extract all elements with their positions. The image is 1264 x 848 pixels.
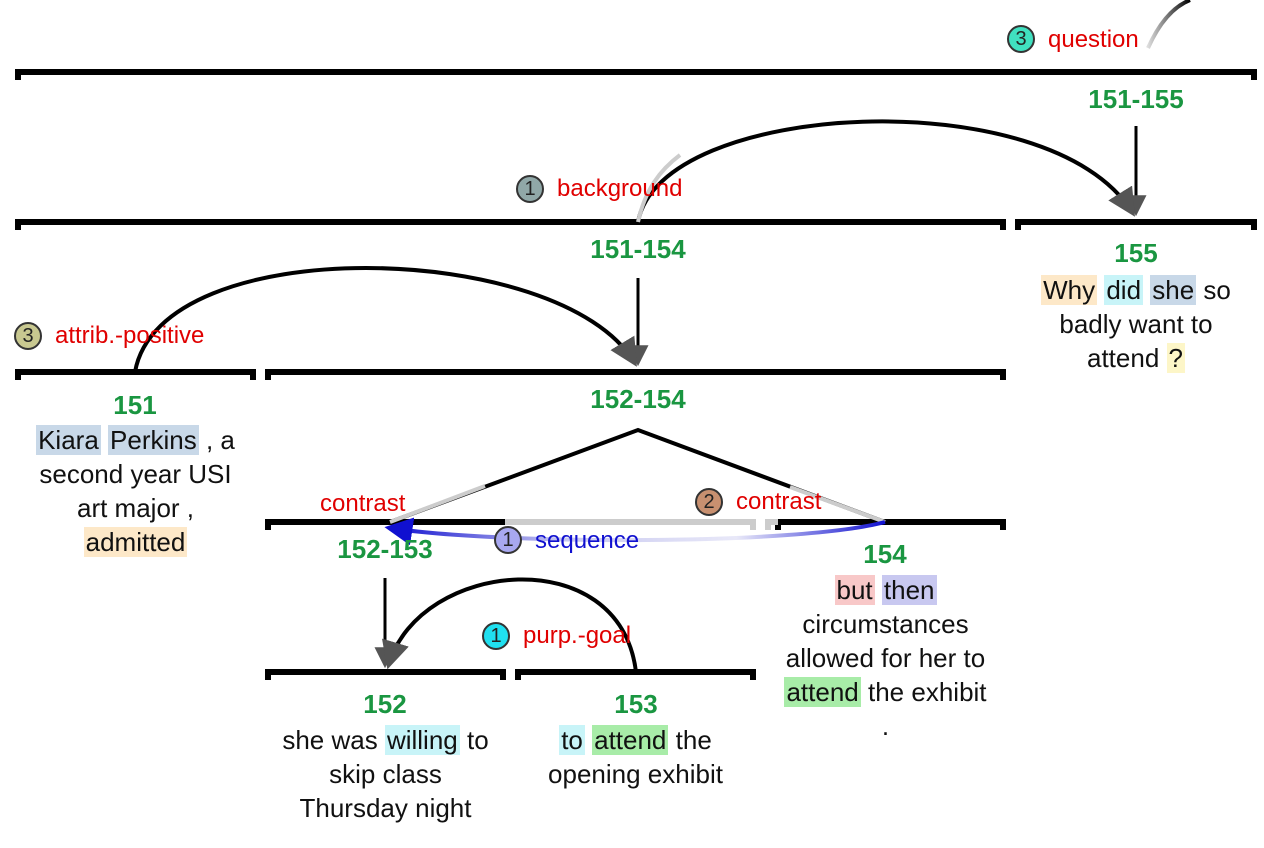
token-attend-153: attend bbox=[592, 725, 669, 755]
token-kiara: Kiara bbox=[36, 425, 101, 455]
relation-label-question: question bbox=[1048, 26, 1139, 53]
relation-label-contrast-left: contrast bbox=[320, 490, 406, 517]
span-label-154: 154 bbox=[863, 539, 907, 569]
edu-151-text: Kiara Perkins , a second year USI art ma… bbox=[36, 425, 235, 557]
edu-155-text: Why did she so badly want to attend ? bbox=[1041, 275, 1231, 373]
bar-155 bbox=[1015, 219, 1257, 230]
relation-badge-sequence: 1 bbox=[494, 526, 522, 554]
bar-152-153-left bbox=[265, 519, 505, 530]
arc-sequence bbox=[384, 517, 886, 546]
span-label-152-154: 152-154 bbox=[590, 384, 686, 414]
bar-154 bbox=[775, 519, 1006, 530]
span-label-151: 151 bbox=[113, 390, 157, 420]
span-label-155: 155 bbox=[1114, 238, 1158, 268]
relation-label-purp-goal: purp.-goal bbox=[523, 622, 632, 649]
relation-label-contrast-right: contrast bbox=[736, 488, 822, 515]
span-label-151-154: 151-154 bbox=[590, 234, 686, 264]
relation-badge-attrib-positive: 3 bbox=[14, 322, 42, 350]
token-admitted: admitted bbox=[83, 527, 188, 557]
relation-badge-question: 3 bbox=[1007, 25, 1035, 53]
edu-154-text: but then circumstances allowed for her t… bbox=[784, 575, 987, 741]
bar-151 bbox=[15, 369, 256, 380]
token-then: then bbox=[881, 575, 937, 605]
arc-question bbox=[1146, 0, 1191, 49]
span-label-152-153: 152-153 bbox=[337, 534, 433, 564]
arc-attrib-positive bbox=[133, 266, 637, 373]
token-did: did bbox=[1104, 275, 1144, 305]
token-question-mark: ? bbox=[1166, 343, 1185, 373]
token-willing: willing bbox=[384, 725, 460, 755]
token-perkins: Perkins bbox=[108, 425, 199, 455]
relation-label-attrib-positive: attrib.-positive bbox=[55, 322, 205, 349]
bar-154-faded bbox=[765, 519, 778, 530]
bar-152-154 bbox=[265, 369, 1006, 380]
relation-label-background: background bbox=[557, 175, 683, 202]
token-to: to bbox=[559, 725, 585, 755]
arc-purp-goal bbox=[382, 577, 638, 673]
span-label-153: 153 bbox=[614, 689, 658, 719]
bar-151-154 bbox=[15, 219, 1006, 230]
span-label-152: 152 bbox=[363, 689, 407, 719]
bar-151-155 bbox=[15, 69, 1257, 80]
token-why: Why bbox=[1041, 275, 1098, 305]
edu-153-text: to attend the opening exhibit bbox=[548, 725, 723, 789]
arc-background bbox=[636, 119, 1135, 223]
relation-badge-purp-goal: 1 bbox=[482, 622, 510, 650]
bar-152-153-faded bbox=[505, 519, 756, 530]
token-attend: attend bbox=[784, 677, 861, 707]
bar-153 bbox=[515, 669, 756, 680]
relation-badge-contrast: 2 bbox=[695, 488, 723, 516]
span-label-151-155: 151-155 bbox=[1088, 84, 1184, 114]
span-bars bbox=[15, 69, 1257, 680]
token-she: she bbox=[1150, 275, 1197, 305]
bar-152 bbox=[265, 669, 506, 680]
relation-badge-background: 1 bbox=[516, 175, 544, 203]
relation-label-sequence: sequence bbox=[535, 527, 640, 554]
edu-152-text: she was willing to skip class Thursday n… bbox=[282, 725, 489, 823]
token-but: but bbox=[834, 575, 875, 605]
